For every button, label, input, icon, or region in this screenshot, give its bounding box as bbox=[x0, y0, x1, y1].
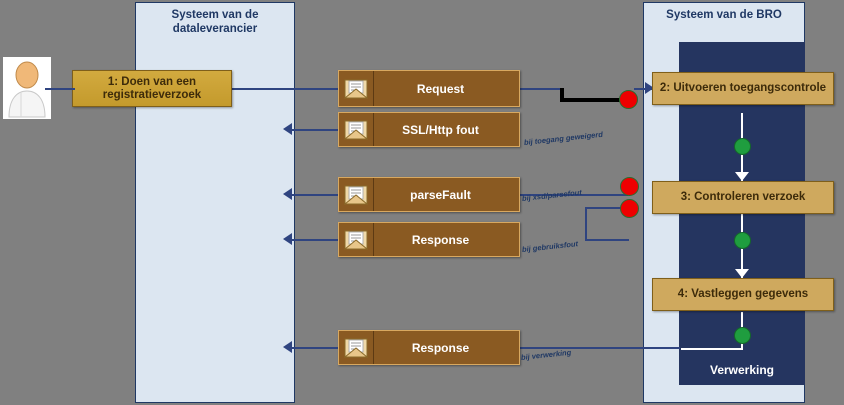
connector-request-out bbox=[520, 88, 560, 90]
connector-request-black-h bbox=[560, 98, 628, 102]
lane-bro-title: Systeem van de BRO bbox=[645, 8, 803, 22]
envelope-icon bbox=[339, 223, 374, 256]
annotation-parsefout: bij xsd/parsefout bbox=[522, 188, 583, 203]
message-ssl-http-fout[interactable]: SSL/Http fout bbox=[338, 112, 520, 147]
connector-response1-from-dot bbox=[585, 239, 629, 241]
error-event-gebruiksfout[interactable] bbox=[620, 199, 639, 218]
processing-band-label-text: Verwerking bbox=[709, 363, 775, 377]
message-response-verwerking[interactable]: Response bbox=[338, 330, 520, 365]
arrow-return-response1 bbox=[283, 233, 292, 245]
lane-dataleverancier-title-text: Systeem van de dataleverancier bbox=[171, 9, 259, 35]
connector-dot-to-task2 bbox=[634, 88, 652, 90]
arrow-task2-to-task3 bbox=[735, 172, 749, 181]
message-parsefault-label: parseFault bbox=[410, 187, 471, 202]
error-event-parsefout[interactable] bbox=[620, 177, 639, 196]
task-3-controleren-verzoek[interactable]: 3: Controleren verzoek bbox=[652, 181, 834, 214]
annotation-verwerking: bij verwerking bbox=[521, 348, 572, 362]
arrow-task3-to-task4 bbox=[735, 269, 749, 278]
message-response-gebruiksfout-label: Response bbox=[411, 232, 470, 247]
connector-parsefault-from-dot bbox=[520, 194, 628, 196]
annotation-gebruiksfout: bij gebruiksfout bbox=[522, 239, 579, 254]
arrow-return-sslfout bbox=[283, 123, 292, 135]
success-event-controle-ok[interactable] bbox=[734, 232, 751, 249]
success-event-vastleggen-ok[interactable] bbox=[734, 327, 751, 344]
connector-response1-return bbox=[292, 239, 340, 241]
success-event-toegang-ok[interactable] bbox=[734, 138, 751, 155]
annotation-toegang-geweigerd: bij toegang geweigerd bbox=[524, 130, 604, 147]
task-1-label: 1: Doen van een registratieverzoek bbox=[102, 75, 202, 101]
arrow-return-response2 bbox=[283, 341, 292, 353]
envelope-icon bbox=[339, 113, 374, 146]
lane-bro-title-text: Systeem van de BRO bbox=[666, 9, 782, 21]
message-response-gebruiksfout[interactable]: Response bbox=[338, 222, 520, 257]
message-ssl-http-fout-label: SSL/Http fout bbox=[402, 122, 479, 137]
connector-sslfout-return bbox=[292, 129, 340, 131]
annotation-gebruiksfout-text: bij gebruiksfout bbox=[521, 239, 579, 254]
connector-response2-return bbox=[292, 347, 340, 349]
connector-parsefault-return bbox=[292, 194, 340, 196]
connector-actor-to-task1 bbox=[45, 88, 75, 90]
annotation-verwerking-text: bij verwerking bbox=[520, 347, 572, 362]
processing-band-label: Verwerking bbox=[679, 363, 805, 377]
lane-dataleverancier-title: Systeem van de dataleverancier bbox=[137, 8, 293, 36]
connector-request-black-v bbox=[560, 88, 564, 102]
envelope-icon bbox=[339, 71, 374, 106]
annotation-toegang-geweigerd-text: bij toegang geweigerd bbox=[523, 129, 604, 147]
connector-response1-elbow-top bbox=[585, 207, 629, 209]
task-2-label: 2: Uitvoeren toegangscontrole bbox=[659, 82, 827, 94]
task-3-label: 3: Controleren verzoek bbox=[680, 191, 806, 203]
message-response-verwerking-label: Response bbox=[411, 340, 470, 355]
task-2-uitvoeren-toegangscontrole[interactable]: 2: Uitvoeren toegangscontrole bbox=[652, 72, 834, 105]
connector-task1-to-request bbox=[232, 88, 340, 90]
message-parsefault[interactable]: parseFault bbox=[338, 177, 520, 212]
connector-verwerking-elbow bbox=[681, 348, 743, 350]
envelope-icon bbox=[339, 178, 374, 211]
message-request[interactable]: Request bbox=[338, 70, 520, 107]
arrow-into-task2 bbox=[645, 82, 654, 94]
task-4-label: 4: Vastleggen gegevens bbox=[677, 288, 809, 300]
task-1-doen-registratieverzoek[interactable]: 1: Doen van een registratieverzoek bbox=[72, 70, 232, 107]
arrow-return-parsefault bbox=[283, 188, 292, 200]
actor-dataleverancier[interactable] bbox=[3, 57, 51, 119]
lane-dataleverancier bbox=[135, 2, 295, 403]
task-4-vastleggen-gegevens[interactable]: 4: Vastleggen gegevens bbox=[652, 278, 834, 311]
connector-response2-from-band bbox=[520, 347, 680, 349]
envelope-icon bbox=[339, 331, 374, 364]
connector-response1-elbow bbox=[585, 207, 587, 241]
message-request-label: Request bbox=[416, 81, 465, 96]
error-event-toegang-geweigerd[interactable] bbox=[619, 90, 638, 109]
annotation-parsefout-text: bij xsd/parsefout bbox=[521, 187, 583, 203]
